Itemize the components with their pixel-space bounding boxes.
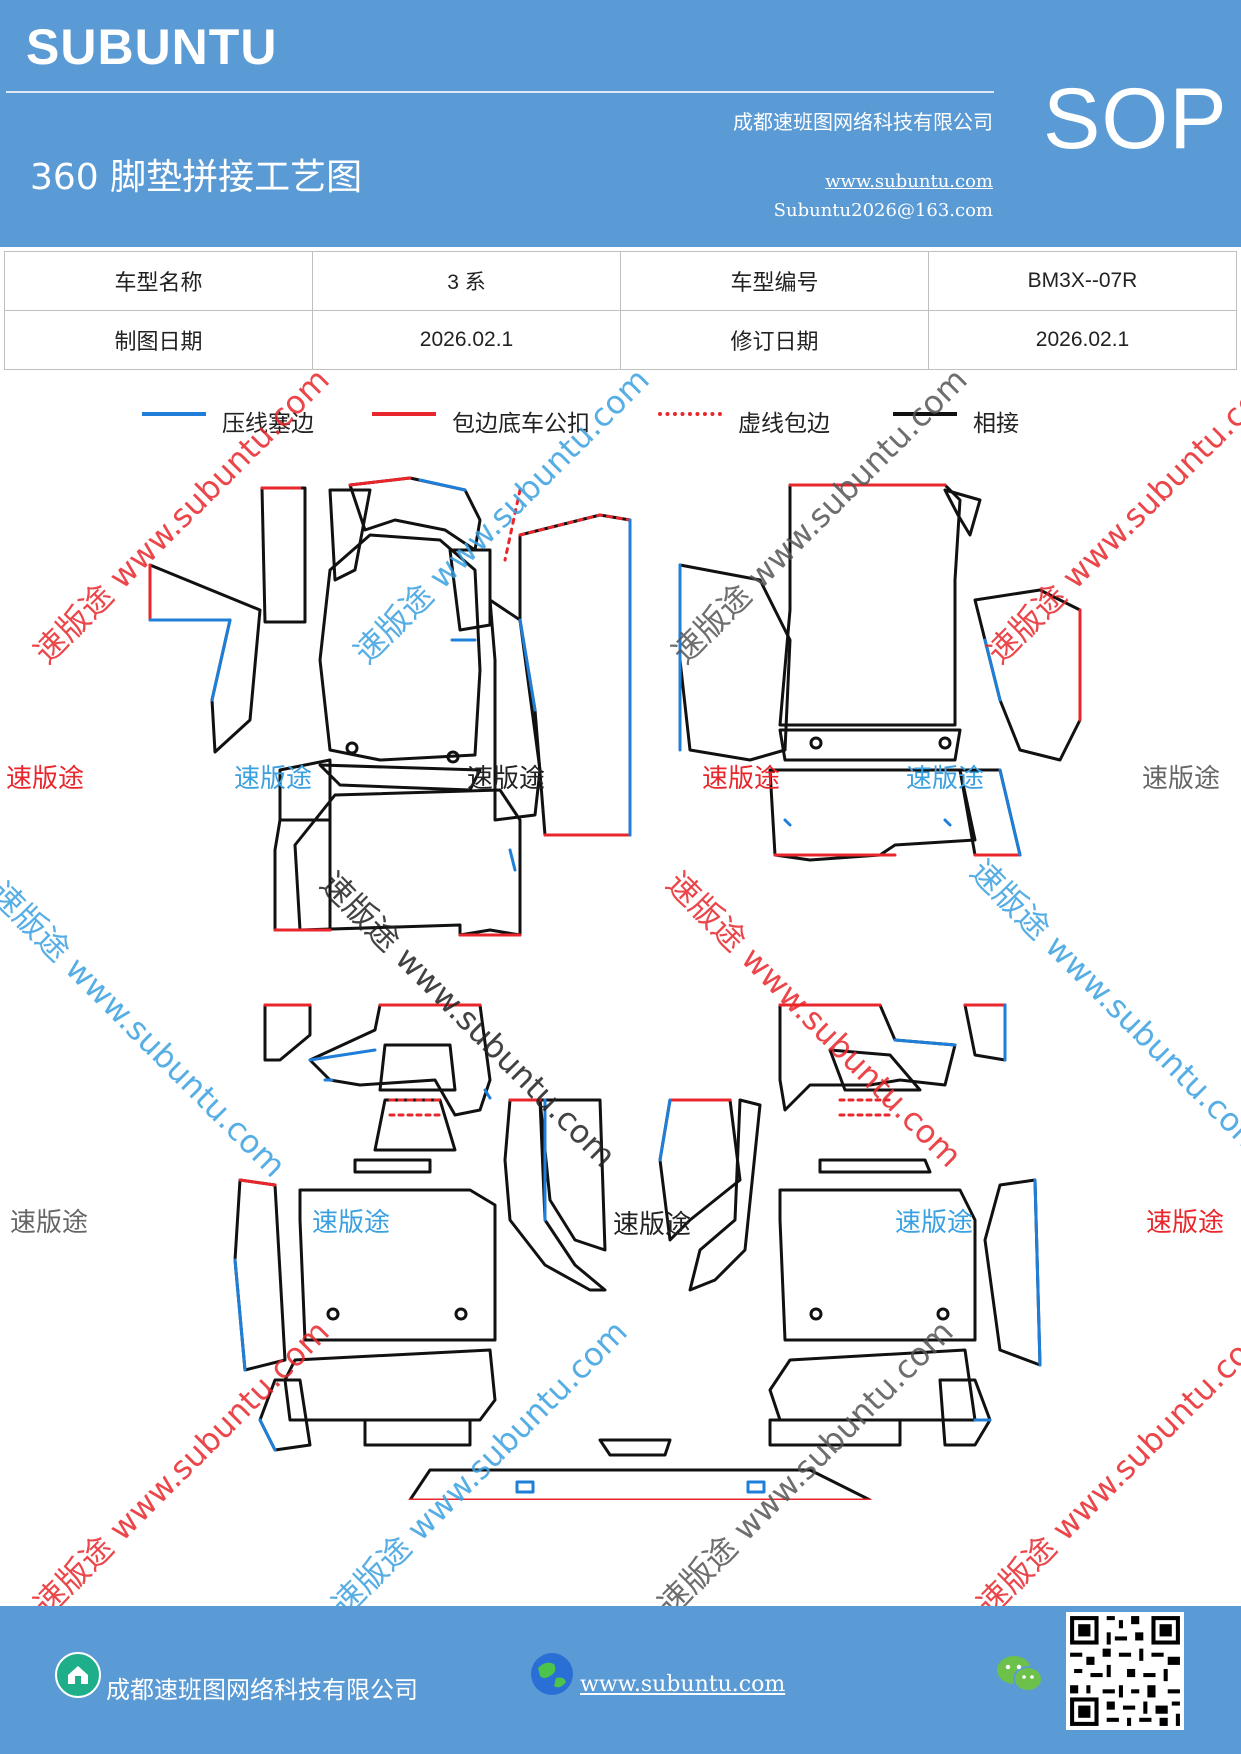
watermark-brand: 速版途 [1146, 1208, 1225, 1238]
label-revision-date: 修订日期 [620, 310, 929, 370]
watermark-brand: 速版途 [1142, 764, 1221, 794]
watermark-brand: 速版途 [467, 764, 546, 794]
floor-mat-pattern-drawing [148, 476, 1082, 1500]
top-right-edges-red [773, 483, 1082, 857]
legend-swatch-red-dotted [658, 412, 722, 416]
top-left-pieces [148, 476, 632, 937]
legend-label: 包边底车公扣 [452, 411, 590, 437]
wechat-icon [997, 1656, 1043, 1692]
table-row: 车型名称 3 系 车型编号 BM3X--07R [4, 251, 1237, 311]
vehicle-info-table: 车型名称 3 系 车型编号 BM3X--07R 制图日期 2026.02.1 修… [4, 251, 1237, 370]
bottom-right-edges-blue [515, 1003, 1042, 1494]
bottom-right-edges-dotted [838, 1098, 892, 1117]
top-left-edges-blue [148, 478, 632, 872]
table-row: 制图日期 2026.02.1 修订日期 2026.02.1 [4, 310, 1237, 370]
watermark-brand: 速版途 [906, 764, 985, 794]
home-icon [55, 1652, 101, 1698]
watermark-brand: 速版途 [702, 764, 781, 794]
watermark-brand: 速版途 [234, 764, 313, 794]
legend-label: 压线塞边 [222, 411, 314, 437]
watermark-brand: 速版途 [613, 1210, 692, 1240]
top-right-edges-blue [678, 563, 1022, 857]
header-website-link[interactable]: www.subuntu.com [825, 171, 993, 192]
footer-company: 成都速班图网络科技有限公司 [106, 1676, 418, 1704]
legend-label: 相接 [973, 411, 1019, 437]
sop-badge: SOP [1043, 71, 1228, 167]
bottom-left-edges-red [238, 1003, 542, 1187]
bottom-left-edges-blue [233, 1048, 547, 1452]
header-divider [6, 91, 994, 93]
value-revision-date: 2026.02.1 [928, 310, 1237, 370]
watermark-brand: 速版途 [312, 1208, 391, 1238]
watermark-brand: 速版途 [6, 764, 85, 794]
value-model-code: BM3X--07R [928, 251, 1237, 311]
legend-swatch-black [893, 412, 957, 416]
header-company: 成都速班图网络科技有限公司 [733, 110, 993, 134]
header-banner: SUBUNTU 成都速班图网络科技有限公司 360 脚垫拼接工艺图 www.su… [0, 0, 1241, 247]
value-drawing-date: 2026.02.1 [312, 310, 621, 370]
bottom-right-edges-red [408, 1003, 1007, 1500]
top-left-edges-red [148, 476, 632, 937]
legend-label: 虚线包边 [738, 411, 830, 437]
globe-icon [531, 1653, 573, 1695]
watermark-brand: 速版途 [10, 1208, 89, 1238]
footer-website-link[interactable]: www.subuntu.com [580, 1672, 786, 1697]
label-model-name: 车型名称 [4, 251, 313, 311]
label-drawing-date: 制图日期 [4, 310, 313, 370]
value-model-name: 3 系 [312, 251, 621, 311]
watermark-brand: 速版途 [895, 1208, 974, 1238]
top-left-edges-dotted [503, 488, 632, 562]
header-email: Subuntu2026@163.com [773, 200, 993, 221]
legend-swatch-blue [142, 412, 206, 416]
document-title: 360 脚垫拼接工艺图 [30, 157, 363, 198]
qr-code-pattern [1066, 1612, 1184, 1730]
bottom-left-edges-dotted [388, 1098, 442, 1117]
brand-logo-text: SUBUNTU [26, 19, 278, 75]
qr-code [1066, 1612, 1184, 1730]
top-right-pieces [678, 483, 1082, 862]
legend-swatch-red [372, 412, 436, 416]
label-model-code: 车型编号 [620, 251, 929, 311]
